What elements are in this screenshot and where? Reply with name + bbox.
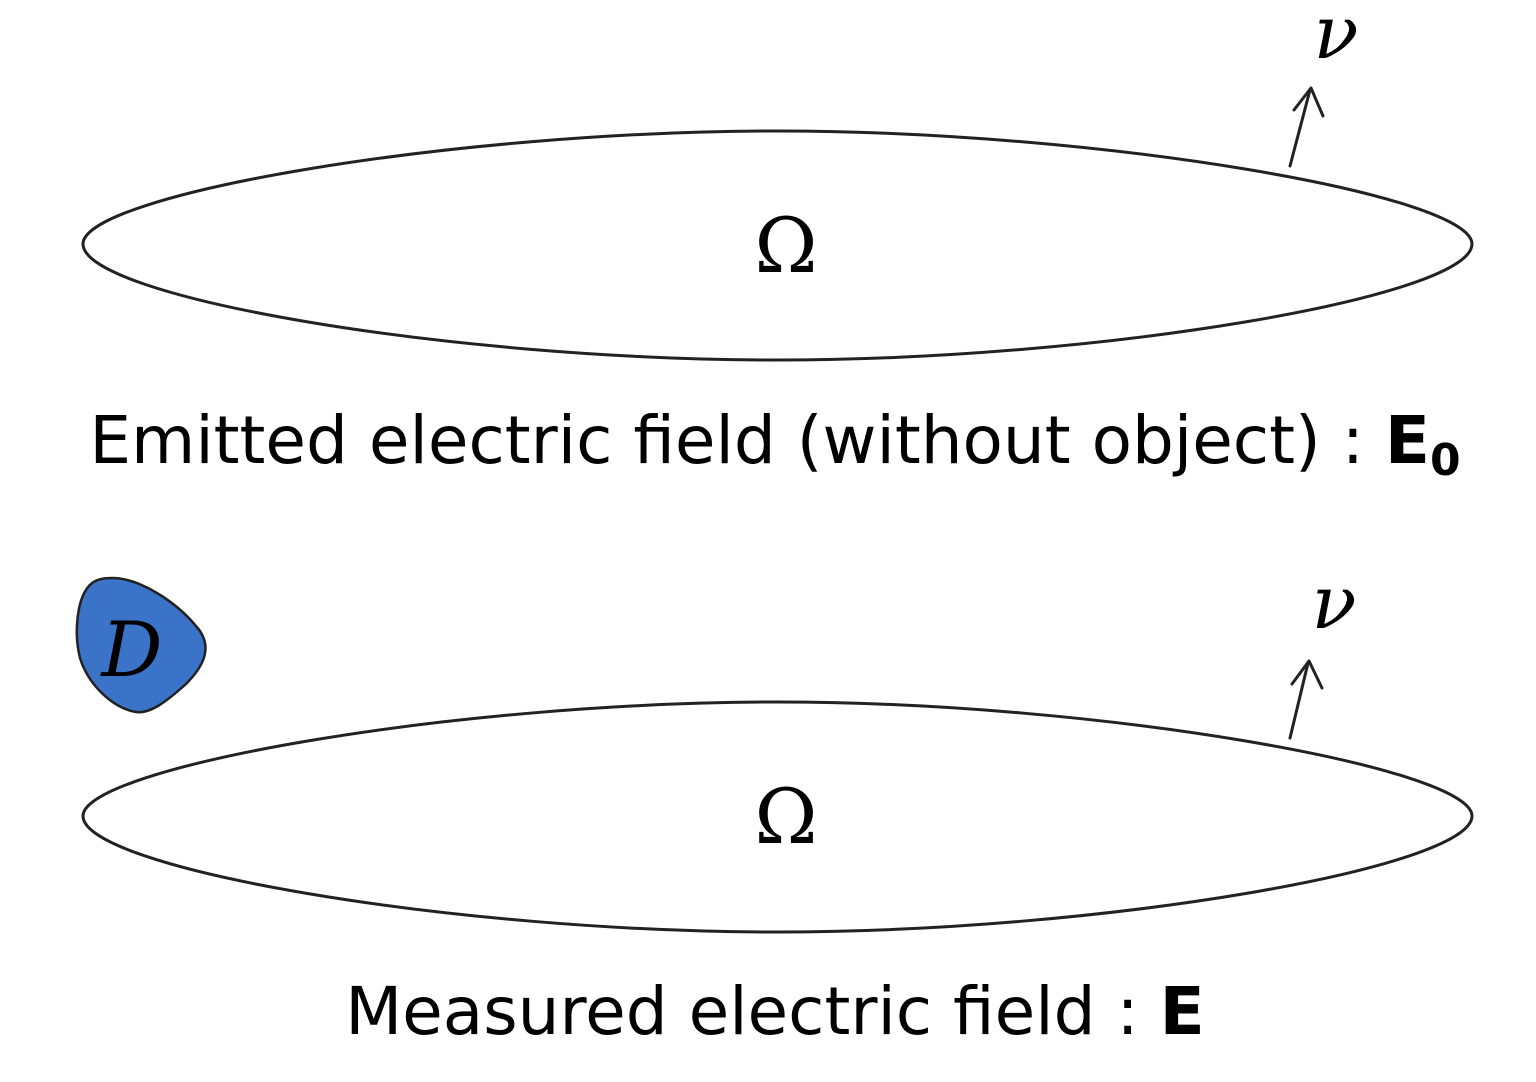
domain-omega-label: Ω <box>754 772 817 861</box>
domain-omega-boundary <box>81 700 1474 934</box>
caption-emitted-field: Emitted electric field (without object) … <box>89 402 1460 486</box>
normal-vector-arrow <box>1288 86 1325 168</box>
normal-nu-label: ν <box>1312 560 1357 646</box>
caption-measured-field: Measured electric field : E <box>345 973 1205 1050</box>
caption-emitted-symbol: E <box>1385 402 1430 479</box>
domain-omega-label: Ω <box>754 201 817 290</box>
object-d-label: D <box>100 605 163 694</box>
caption-measured-text: Measured electric field : <box>345 973 1159 1050</box>
caption-measured-symbol: E <box>1160 973 1205 1050</box>
panel-measured-field: D Ω ν Measured electric field : E <box>75 560 1474 1050</box>
normal-nu-label: ν <box>1314 0 1359 76</box>
normal-vector-arrow <box>1288 659 1324 740</box>
domain-omega-boundary <box>81 129 1474 362</box>
caption-emitted-text: Emitted electric field (without object) … <box>89 402 1385 479</box>
object-d-shape <box>75 576 207 714</box>
caption-emitted-subscript: 0 <box>1430 435 1461 486</box>
panel-emitted-field: Ω ν Emitted electric field (without obje… <box>81 0 1474 486</box>
